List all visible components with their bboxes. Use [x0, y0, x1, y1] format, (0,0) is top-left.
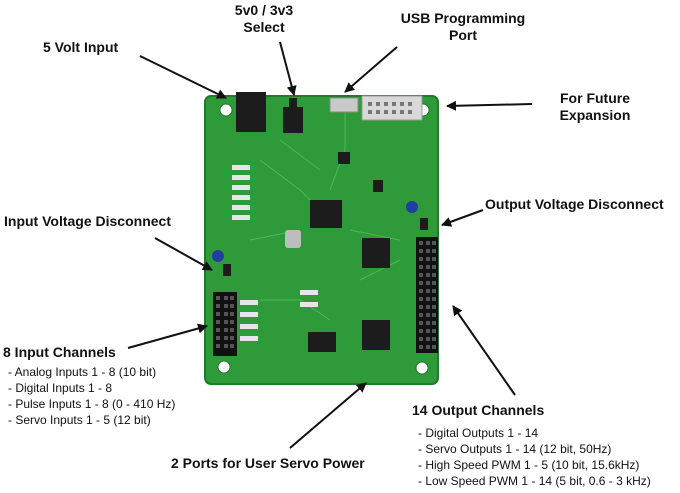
input-channels-item: - Servo Inputs 1 - 5 (12 bit): [8, 413, 151, 427]
driver-chip-1: [362, 238, 390, 268]
input-header-pins: [216, 296, 234, 348]
usb-port-label: USB Programming Port: [393, 10, 533, 44]
output-channels-item: - Servo Outputs 1 - 14 (12 bit, 50Hz): [418, 442, 612, 456]
voltage-regulator: [283, 107, 303, 133]
future-expansion-line1: For Future: [560, 90, 630, 106]
output-channels-title: 14 Output Channels: [412, 402, 545, 418]
output-header-pins: [419, 241, 436, 349]
usb-port-line2: Port: [449, 27, 477, 43]
input-resistors: [232, 165, 318, 341]
voltage-select-label: 5v0 / 3v3 Select: [231, 2, 297, 36]
input-voltage-disconnect-label: Input Voltage Disconnect: [4, 213, 171, 229]
power-jack: [236, 92, 266, 132]
crystal: [285, 230, 301, 248]
future-expansion-line2: Expansion: [559, 107, 631, 123]
small-chip: [373, 180, 383, 192]
small-chip: [338, 152, 350, 164]
output-channels-item: - High Speed PWM 1 - 5 (10 bit, 15.6kHz): [418, 458, 640, 472]
input-channels-title: 8 Input Channels: [3, 344, 116, 360]
input-channels-list: - Analog Inputs 1 - 8 (10 bit) - Digital…: [8, 364, 175, 428]
input-channels-item: - Pulse Inputs 1 - 8 (0 - 410 Hz): [8, 397, 176, 411]
expansion-connector: [361, 95, 423, 121]
input-voltage-jumper: [223, 264, 231, 276]
usb-port: [329, 97, 359, 113]
driver-chip-2: [362, 320, 390, 350]
pcb-traces: [249, 110, 401, 321]
input-channels-item: - Analog Inputs 1 - 8 (10 bit): [8, 365, 157, 379]
input-capacitor: [212, 250, 224, 262]
voltage-select-line1: 5v0 / 3v3: [234, 2, 294, 18]
output-voltage-jumper: [420, 218, 428, 230]
output-capacitor: [406, 201, 418, 213]
select-jumper: [289, 98, 297, 108]
servo-power-label: 2 Ports for User Servo Power: [171, 455, 365, 471]
output-channels-item: - Digital Outputs 1 - 14: [418, 426, 539, 440]
output-channels-list: - Digital Outputs 1 - 14 - Servo Outputs…: [418, 425, 651, 489]
five-volt-input-label: 5 Volt Input: [43, 39, 119, 55]
output-voltage-disconnect-label: Output Voltage Disconnect: [485, 196, 664, 212]
voltage-select-line2: Select: [243, 19, 285, 35]
microcontroller-chip: [310, 200, 342, 228]
future-expansion-label: For Future Expansion: [540, 90, 650, 124]
usb-port-line1: USB Programming: [400, 10, 526, 26]
expansion-pins: [368, 102, 412, 114]
input-chip: [308, 332, 336, 352]
callout-arrows: [127, 41, 533, 449]
input-channels-item: - Digital Inputs 1 - 8: [8, 381, 113, 395]
output-header: [416, 237, 438, 353]
output-channels-item: - Low Speed PWM 1 - 14 (5 bit, 0.6 - 3 k…: [418, 474, 651, 488]
